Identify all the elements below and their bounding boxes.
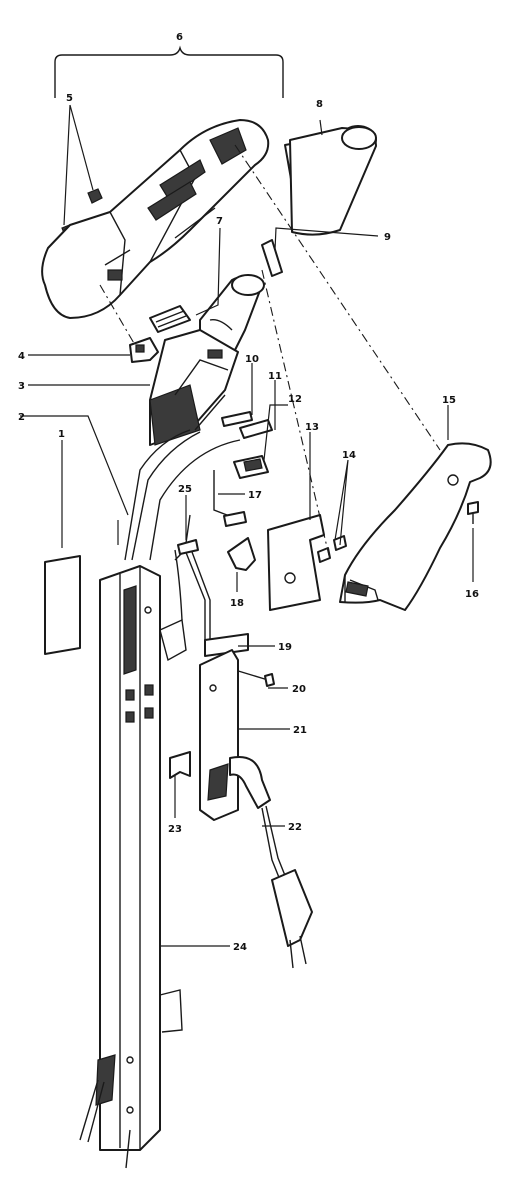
upper-housing-part-3: [149, 274, 265, 446]
pin-part-9: [261, 239, 283, 277]
handle-hood: [41, 119, 270, 319]
callout-1: 1: [58, 429, 65, 440]
callout-16: 16: [465, 589, 479, 600]
main-tube-part-24: [79, 565, 187, 1169]
handle-cover-part-15: [339, 442, 492, 611]
callout-5: 5: [66, 93, 73, 104]
callout-9: 9: [384, 232, 391, 243]
callout-7: 7: [216, 216, 223, 227]
callout-25: 25: [178, 484, 192, 495]
insulator-part-18: [227, 537, 256, 571]
callout-13: 13: [305, 422, 319, 433]
wire-harness: [124, 429, 241, 650]
callout-labels: 6 5 8 7 9 4 10 11 3 12 15 2 13 14 25 17 …: [18, 32, 479, 953]
bracket-part-6: [54, 45, 284, 98]
callout-23: 23: [168, 824, 182, 835]
callout-19: 19: [278, 642, 292, 653]
cord-and-plug-part-22: [229, 756, 313, 969]
screw-part-16: [467, 501, 479, 515]
callout-3: 3: [18, 381, 25, 392]
label-part-1: [44, 555, 81, 655]
terminal-part-25: [177, 539, 199, 555]
callout-17: 17: [248, 490, 262, 501]
callout-6: 6: [176, 32, 183, 43]
leader-lines: [20, 104, 474, 947]
callout-22: 22: [288, 822, 302, 833]
callout-24: 24: [233, 942, 247, 953]
spacer-part-19: [204, 633, 249, 657]
clip-part-23: [169, 751, 191, 779]
callout-4: 4: [18, 351, 25, 362]
callout-11: 11: [268, 371, 282, 382]
screw-part-10: [221, 411, 253, 427]
callout-15: 15: [442, 395, 456, 406]
clip-part-11: [239, 419, 273, 439]
callout-21: 21: [293, 725, 307, 736]
switch-part-7: [149, 305, 191, 333]
assembly-centerlines: [99, 144, 441, 561]
callout-18: 18: [230, 598, 244, 609]
callout-14: 14: [342, 450, 356, 461]
callout-2: 2: [18, 412, 25, 423]
grip-sleeve-part-8: [284, 125, 377, 236]
callout-10: 10: [245, 354, 259, 365]
screws-part-14: [317, 535, 347, 563]
callout-8: 8: [316, 99, 323, 110]
callout-12: 12: [288, 394, 302, 405]
screw-part-20: [234, 669, 275, 687]
callout-20: 20: [292, 684, 306, 695]
bracket-plate-part-13: [267, 514, 325, 611]
cord-bracket-part-21: [199, 649, 239, 821]
